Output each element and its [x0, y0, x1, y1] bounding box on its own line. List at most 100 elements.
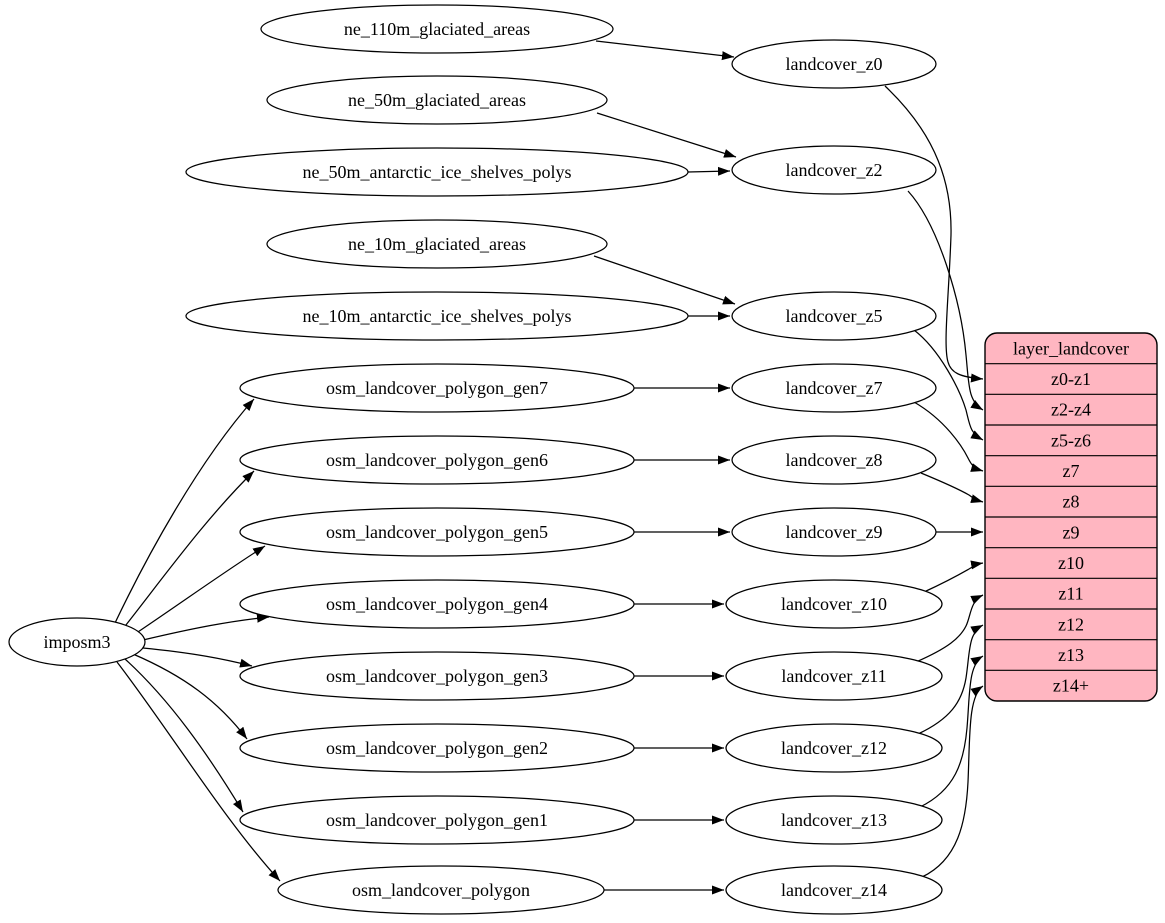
node-label-landcover_z13: landcover_z13: [781, 810, 887, 830]
node-label-landcover_z9: landcover_z9: [786, 522, 883, 542]
record-row-z14+: z14+: [1053, 676, 1089, 696]
node-ellipse-landcover_z7: [731, 363, 937, 413]
node-ellipse-ne_50m_glaciated_areas: [266, 75, 608, 125]
node-ellipse-osm_landcover_polygon_gen5: [239, 507, 635, 557]
edge-ne_50m_glaciated_areas-to-landcover_z2: [596, 112, 737, 158]
node-ellipse-landcover_z10: [725, 579, 943, 629]
node-osm_landcover_polygon_gen4: osm_landcover_polygon_gen4: [239, 579, 635, 629]
node-landcover_z0: landcover_z0: [731, 39, 937, 89]
node-ellipse-osm_landcover_polygon_gen3: [239, 651, 635, 701]
node-label-ne_50m_antarctic_ice_shelves_polys: ne_50m_antarctic_ice_shelves_polys: [303, 162, 572, 182]
node-ellipse-landcover_z14: [725, 865, 943, 915]
node-ellipse-osm_landcover_polygon_gen1: [239, 795, 635, 845]
node-ne_50m_antarctic_ice_shelves_polys: ne_50m_antarctic_ice_shelves_polys: [185, 147, 689, 197]
edge-landcover_z12-to-layer_landcover-z12: [917, 624, 984, 735]
node-osm_landcover_polygon_gen1: osm_landcover_polygon_gen1: [239, 795, 635, 845]
node-label-osm_landcover_polygon_gen2: osm_landcover_polygon_gen2: [326, 738, 548, 758]
edge-landcover_z11-to-layer_landcover-z11: [915, 594, 984, 663]
node-imposm3: imposm3: [8, 617, 146, 667]
edge-landcover_z5-to-layer_landcover-z5-z6: [913, 329, 984, 441]
node-landcover_z8: landcover_z8: [731, 435, 937, 485]
node-label-ne_10m_antarctic_ice_shelves_polys: ne_10m_antarctic_ice_shelves_polys: [303, 306, 572, 326]
edge-imposm3-to-osm_landcover_polygon_gen3: [142, 647, 253, 668]
record-row-z9: z9: [1063, 522, 1080, 542]
node-ne_110m_glaciated_areas: ne_110m_glaciated_areas: [260, 4, 614, 54]
edge-landcover_z0-to-layer_landcover-z0-z1: [884, 85, 984, 383]
edge-landcover_z14-to-layer_landcover-z14+: [921, 685, 984, 878]
nodes-layer: imposm3 ne_110m_glaciated_areas ne_50m_gla…: [8, 4, 943, 915]
record-row-z0-z1: z0-z1: [1051, 369, 1091, 389]
node-landcover_z9: landcover_z9: [731, 507, 937, 557]
node-landcover_z12: landcover_z12: [725, 723, 943, 773]
node-ellipse-osm_landcover_polygon_gen6: [239, 435, 635, 485]
node-ellipse-osm_landcover_polygon: [277, 865, 605, 915]
node-label-landcover_z0: landcover_z0: [786, 54, 883, 74]
edge-imposm3-to-osm_landcover_polygon_gen5: [131, 545, 266, 637]
node-ellipse-ne_10m_antarctic_ice_shelves_polys: [185, 291, 689, 341]
node-ne_10m_glaciated_areas: ne_10m_glaciated_areas: [266, 219, 608, 269]
edge-ne_10m_glaciated_areas-to-landcover_z5: [593, 255, 736, 305]
node-ellipse-osm_landcover_polygon_gen2: [239, 723, 635, 773]
node-ellipse-landcover_z2: [731, 145, 937, 195]
node-label-osm_landcover_polygon_gen1: osm_landcover_polygon_gen1: [326, 810, 548, 830]
node-ellipse-landcover_z9: [731, 507, 937, 557]
node-ellipse-landcover_z8: [731, 435, 937, 485]
node-ellipse-landcover_z0: [731, 39, 937, 89]
edge-ne_110m_glaciated_areas-to-landcover_z0: [595, 40, 735, 61]
node-label-landcover_z8: landcover_z8: [786, 450, 883, 470]
record-title: layer_landcover: [1013, 338, 1129, 358]
node-label-landcover_z10: landcover_z10: [781, 594, 887, 614]
node-ellipse-landcover_z11: [725, 651, 943, 701]
node-label-landcover_z2: landcover_z2: [786, 160, 883, 180]
node-ellipse-landcover_z5: [731, 291, 937, 341]
record-row-z10: z10: [1058, 553, 1084, 573]
edge-imposm3-to-osm_landcover_polygon_gen4: [142, 613, 270, 641]
node-osm_landcover_polygon_gen6: osm_landcover_polygon_gen6: [239, 435, 635, 485]
node-ellipse-landcover_z12: [725, 723, 943, 773]
node-ellipse-osm_landcover_polygon_gen4: [239, 579, 635, 629]
edge-imposm3-to-osm_landcover_polygon_gen6: [121, 470, 255, 631]
node-ellipse-landcover_z13: [725, 795, 943, 845]
node-ellipse-ne_10m_glaciated_areas: [266, 219, 608, 269]
record-row-z13: z13: [1058, 645, 1084, 665]
node-ellipse-ne_50m_antarctic_ice_shelves_polys: [185, 147, 689, 197]
record-row-z2-z4: z2-z4: [1051, 400, 1091, 420]
node-label-osm_landcover_polygon_gen3: osm_landcover_polygon_gen3: [326, 666, 548, 686]
edge-ne_50m_antarctic_ice_shelves_polys-to-landcover_z2: [687, 166, 731, 176]
node-label-landcover_z11: landcover_z11: [781, 666, 886, 686]
node-label-landcover_z7: landcover_z7: [786, 378, 883, 398]
edge-landcover_z7-to-layer_landcover-z7: [913, 401, 984, 472]
node-osm_landcover_polygon_gen2: osm_landcover_polygon_gen2: [239, 723, 635, 773]
node-landcover_z10: landcover_z10: [725, 579, 943, 629]
node-label-osm_landcover_polygon_gen4: osm_landcover_polygon_gen4: [326, 594, 548, 614]
record-row-z11: z11: [1058, 584, 1083, 604]
node-landcover_z14: landcover_z14: [725, 865, 943, 915]
node-label-landcover_z12: landcover_z12: [781, 738, 887, 758]
edge-imposm3-to-osm_landcover_polygon: [116, 661, 281, 882]
node-label-ne_110m_glaciated_areas: ne_110m_glaciated_areas: [344, 19, 530, 39]
record-row-z7: z7: [1063, 461, 1080, 481]
node-ne_50m_glaciated_areas: ne_50m_glaciated_areas: [266, 75, 608, 125]
node-label-osm_landcover_polygon: osm_landcover_polygon: [352, 880, 530, 900]
edge-landcover_z10-to-layer_landcover-z10: [923, 560, 984, 593]
edge-landcover_z2-to-layer_landcover-z2-z4: [907, 190, 984, 411]
edge-landcover_z13-to-layer_landcover-z13: [919, 655, 984, 808]
node-osm_landcover_polygon_gen3: osm_landcover_polygon_gen3: [239, 651, 635, 701]
node-label-osm_landcover_polygon_gen5: osm_landcover_polygon_gen5: [326, 522, 548, 542]
node-label-landcover_z14: landcover_z14: [781, 880, 887, 900]
node-landcover_z7: landcover_z7: [731, 363, 937, 413]
edge-imposm3-to-osm_landcover_polygon_gen7: [114, 398, 255, 624]
node-label-ne_10m_glaciated_areas: ne_10m_glaciated_areas: [348, 234, 526, 254]
node-label-ne_50m_glaciated_areas: ne_50m_glaciated_areas: [348, 90, 526, 110]
node-landcover_z11: landcover_z11: [725, 651, 943, 701]
record-node-layer_landcover: layer_landcoverz0-z1z2-z4z5-z6z7z8z9z10z…: [984, 332, 1158, 702]
node-osm_landcover_polygon_gen7: osm_landcover_polygon_gen7: [239, 363, 635, 413]
node-label-osm_landcover_polygon_gen6: osm_landcover_polygon_gen6: [326, 450, 548, 470]
node-label-imposm3: imposm3: [43, 632, 110, 652]
node-landcover_z13: landcover_z13: [725, 795, 943, 845]
record-row-z8: z8: [1063, 492, 1080, 512]
node-ne_10m_antarctic_ice_shelves_polys: ne_10m_antarctic_ice_shelves_polys: [185, 291, 689, 341]
record-row-z12: z12: [1058, 614, 1084, 634]
